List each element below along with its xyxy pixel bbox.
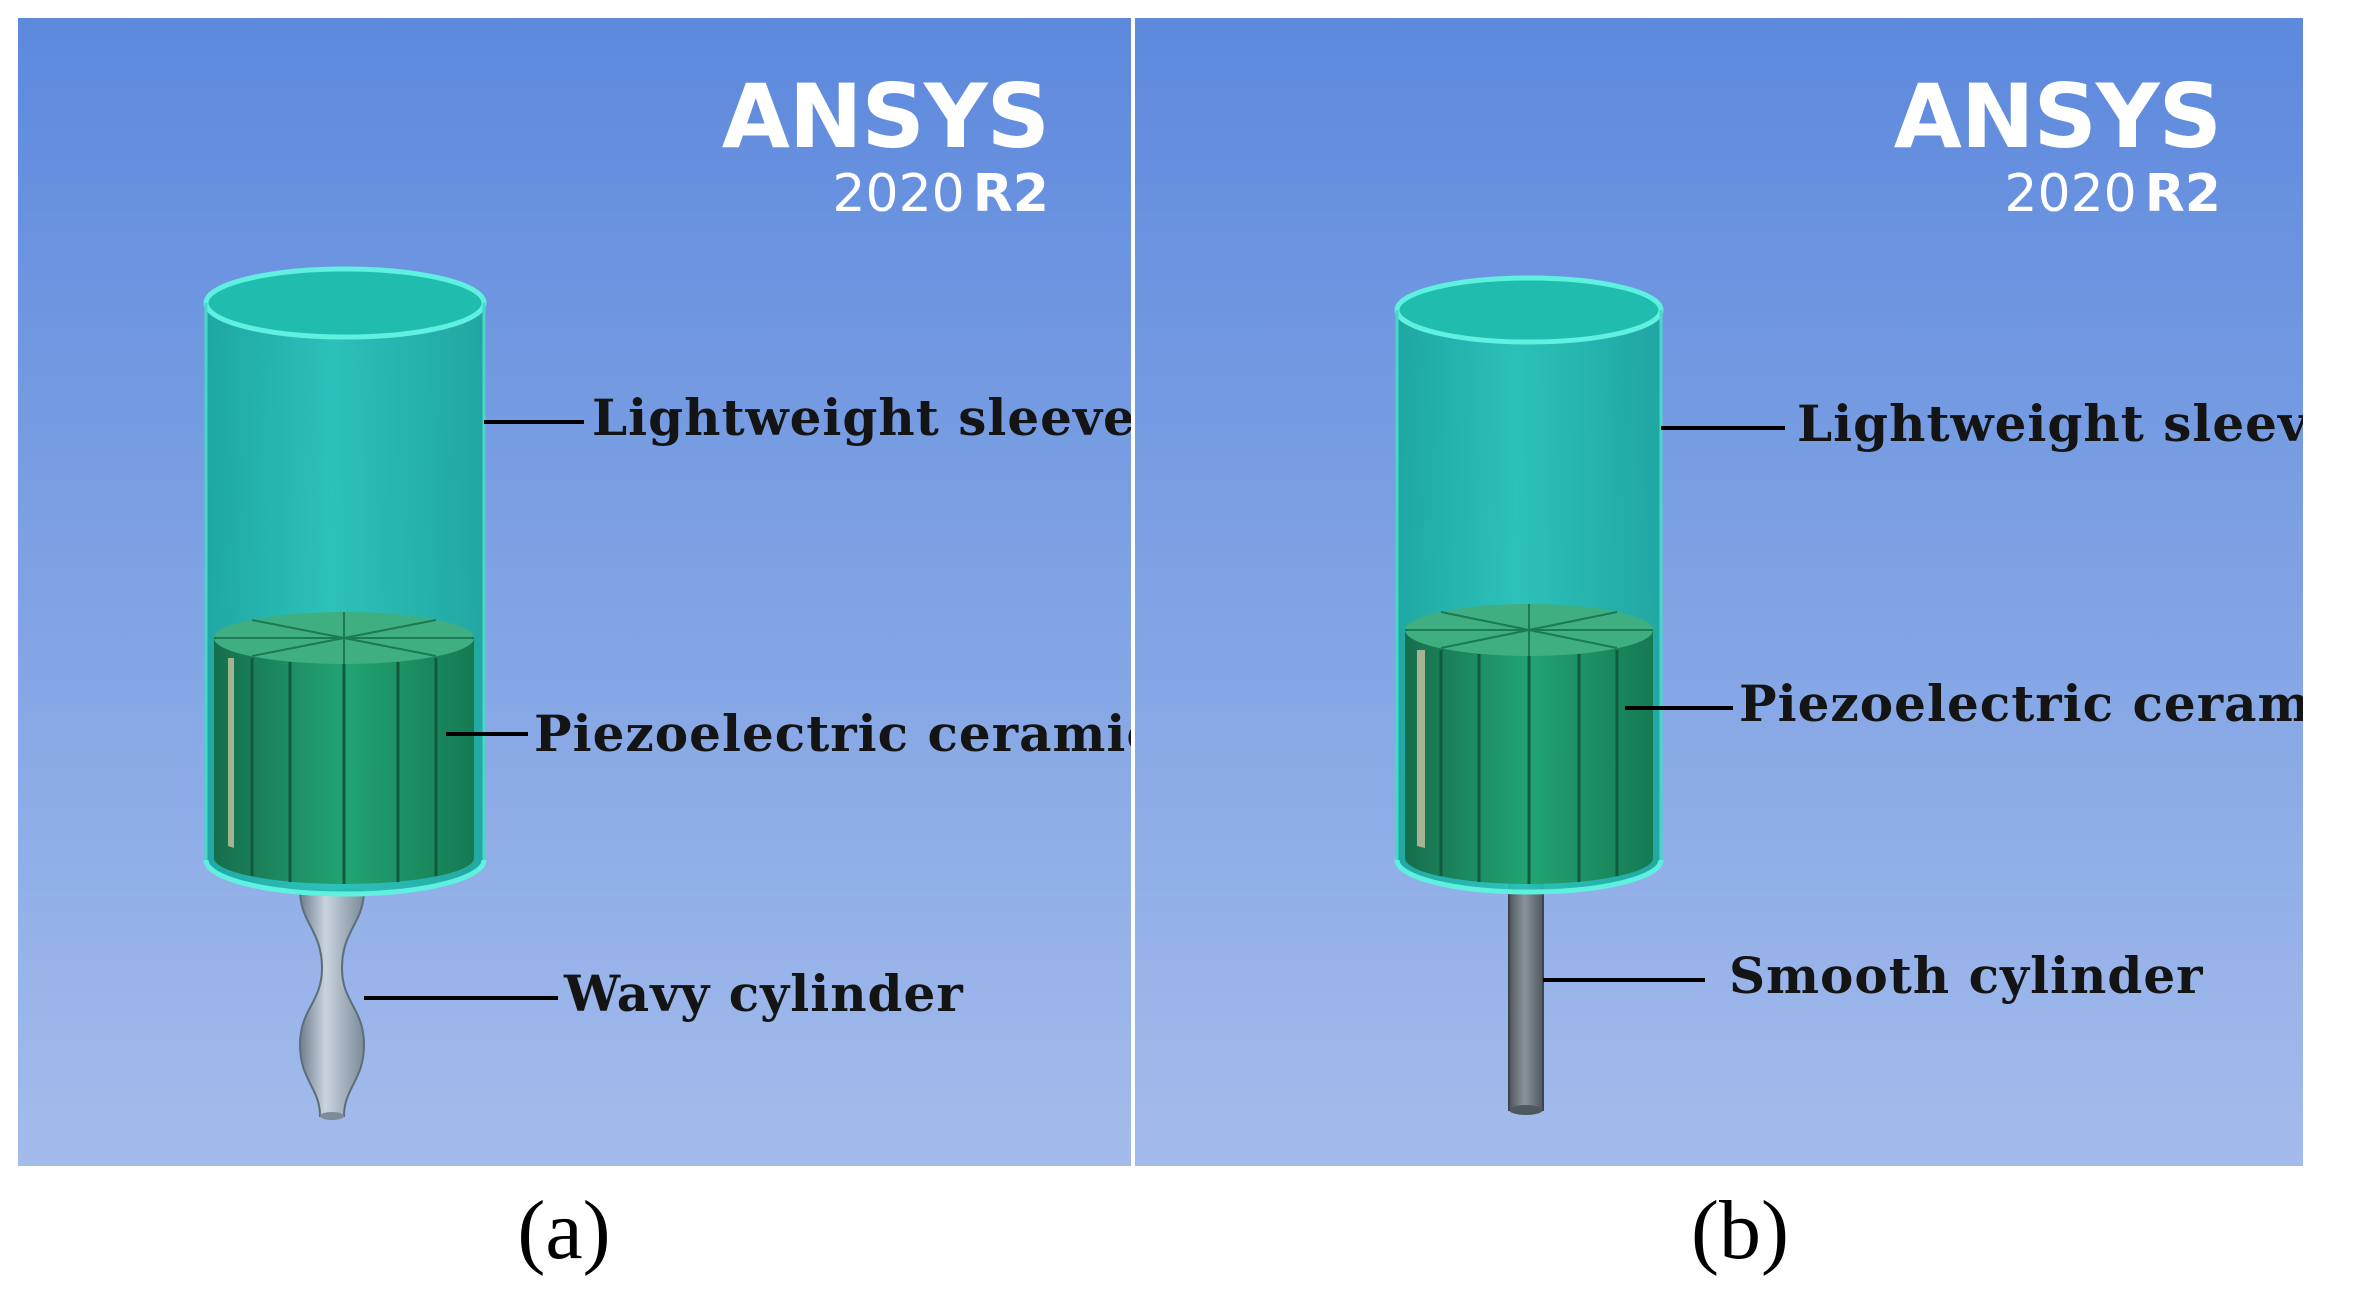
piezoelectric-ceramics: [1405, 604, 1653, 884]
label-piezoelectric-ceramics: Piezoelectric ceramics: [1739, 674, 2303, 733]
label-wavy-cylinder: Wavy cylinder: [564, 964, 964, 1023]
label-lightweight-sleeve: Lightweight sleeve: [592, 388, 1131, 447]
release-tag: R2: [2144, 164, 2221, 224]
smooth-cylinder: [1508, 863, 1544, 1111]
label-smooth-cylinder: Smooth cylinder: [1729, 946, 2204, 1005]
caption-b: (b): [1691, 1184, 1789, 1277]
release-tag: R2: [972, 164, 1049, 224]
label-lightweight-sleeve: Lightweight sleeve: [1797, 394, 2303, 453]
caption-a: (a): [517, 1184, 611, 1277]
brand-name: ANSYS: [1893, 65, 2222, 168]
brand-name: ANSYS: [721, 65, 1050, 168]
wavy-cylinder-model: [203, 266, 584, 1120]
piezoelectric-ceramics: [214, 612, 474, 884]
version-number: 2020: [2004, 164, 2137, 224]
label-piezoelectric-ceramics: Piezoelectric ceramics: [534, 704, 1131, 763]
version-number: 2020: [832, 164, 965, 224]
smooth-cylinder-model: [1394, 275, 1785, 1115]
wavy-cylinder: [298, 889, 366, 1117]
